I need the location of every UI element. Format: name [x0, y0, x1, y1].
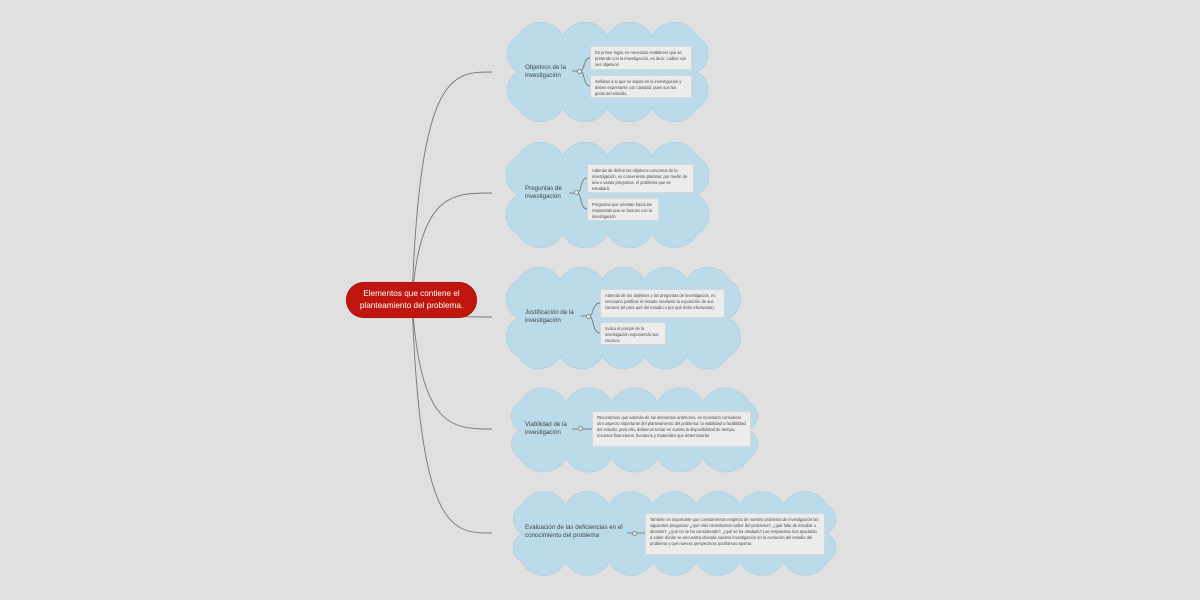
note-box[interactable]: Recordemos que además de los elementos a… — [592, 411, 751, 447]
note-box[interactable]: Además de los objetivos y las preguntas … — [600, 289, 725, 318]
collapse-toggle[interactable] — [578, 426, 583, 431]
note-text: Preguntas que orientan hacia las respues… — [592, 202, 652, 219]
branch-topic-label: Preguntas de investigación — [525, 185, 562, 201]
branch-connector-evaluacion — [411, 299, 493, 534]
branch-connector-objetivos — [411, 71, 493, 301]
collapse-toggle[interactable] — [586, 314, 591, 319]
note-text: También es importante que consideremos r… — [650, 517, 819, 546]
branch-topic-preguntas[interactable]: Preguntas de investigación — [525, 185, 575, 202]
root-topic-label: Elementos que contiene el planteamiento … — [359, 289, 464, 310]
collapse-toggle[interactable] — [577, 69, 582, 74]
note-text: Señalan a lo que se aspira en la investi… — [595, 79, 682, 96]
note-text: Además de definir los objetivos concreto… — [592, 168, 688, 191]
collapse-toggle[interactable] — [574, 190, 579, 195]
note-box[interactable]: También es importante que consideremos r… — [645, 513, 825, 555]
branch-topic-label: Objetivos de la investigación — [525, 64, 566, 80]
note-text: En primer lugar, es necesario establecer… — [595, 50, 687, 67]
branch-topic-justificacion[interactable]: Justificación de la investigación — [525, 309, 585, 326]
collapse-toggle[interactable] — [632, 531, 637, 536]
note-text: Indica el porqué de la investigación exp… — [605, 326, 659, 343]
branch-connector-viabilidad — [411, 299, 493, 430]
branch-connector-preguntas — [411, 192, 493, 301]
branch-topic-viabilidad[interactable]: Viabilidad de la investigación — [525, 421, 581, 438]
note-box[interactable]: Indica el porqué de la investigación exp… — [600, 322, 666, 345]
root-topic[interactable]: Elementos que contiene el planteamiento … — [346, 282, 477, 318]
note-text: Recordemos que además de los elementos a… — [597, 415, 746, 438]
note-box[interactable]: Señalan a lo que se aspira en la investi… — [590, 75, 692, 98]
branch-topic-label: Viabilidad de la investigación — [525, 421, 567, 437]
note-box[interactable]: Preguntas que orientan hacia las respues… — [587, 198, 659, 221]
branch-topic-objetivos[interactable]: Objetivos de la investigación — [525, 64, 583, 81]
note-box[interactable]: En primer lugar, es necesario establecer… — [590, 46, 692, 70]
note-box[interactable]: Además de definir los objetivos concreto… — [587, 164, 694, 193]
note-text: Además de los objetivos y las preguntas … — [605, 293, 716, 310]
branch-topic-label: Evaluación de las deficiencias en el con… — [525, 524, 623, 540]
branch-topic-label: Justificación de la investigación — [525, 309, 574, 325]
branch-topic-evaluacion[interactable]: Evaluación de las deficiencias en el con… — [525, 524, 627, 541]
